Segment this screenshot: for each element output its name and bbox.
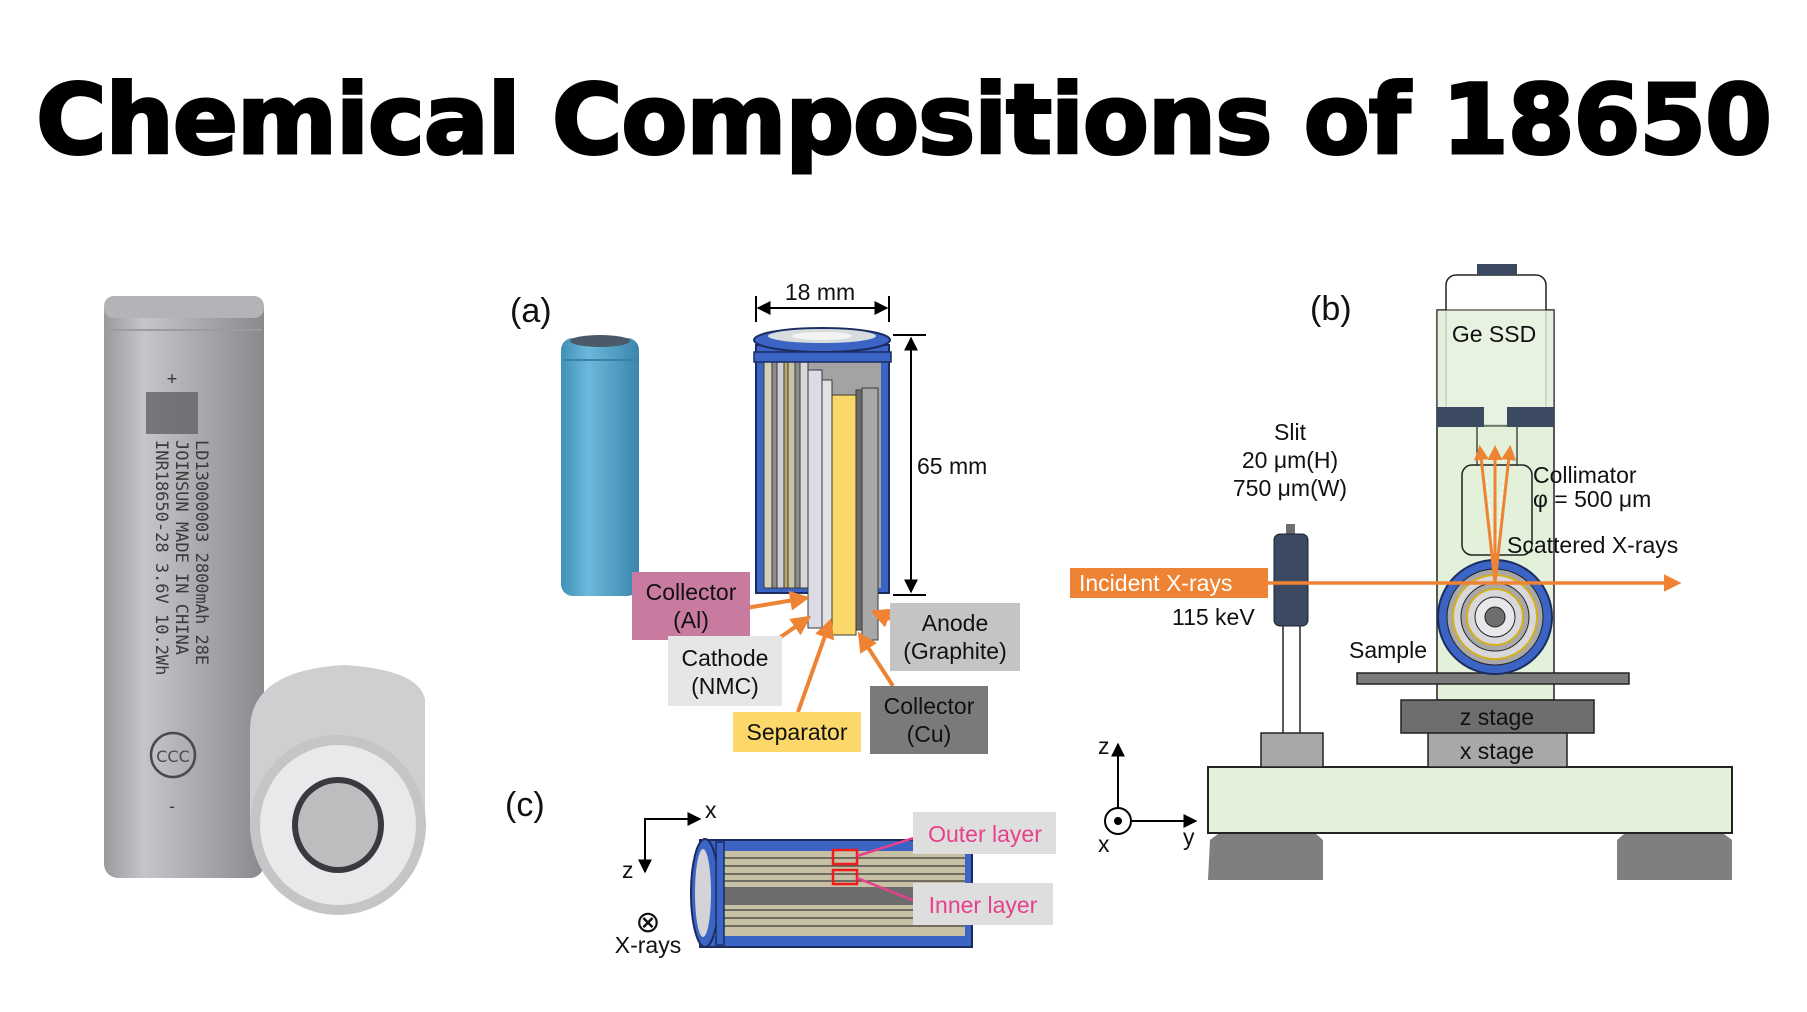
lying-cell — [250, 665, 426, 915]
blue-cell-photo — [561, 335, 639, 596]
incident-xrays-label: Incident X-rays — [1079, 570, 1232, 596]
svg-text:y: y — [1183, 824, 1195, 850]
svg-text:z: z — [1098, 733, 1110, 759]
panel-c-axes: x z ⊗ X-rays — [615, 797, 717, 958]
panel-b-axes: z x y — [1098, 733, 1198, 857]
panel-a-label: (a) — [510, 292, 552, 330]
scattered-beams — [1473, 445, 1517, 584]
x-stage — [1427, 732, 1568, 768]
callout-cathode-nmc: Cathode (NMC) — [668, 636, 782, 706]
collimator-diameter: φ = 500 μm — [1533, 486, 1651, 512]
xray-label: X-rays — [615, 932, 681, 958]
panel-b-label: (b) — [1310, 290, 1352, 328]
minus-mark: - — [167, 797, 177, 817]
print-line-3: LD13000003 2800mAh 28E — [191, 440, 211, 665]
xray-direction-icon: ⊗ — [635, 905, 660, 940]
outer-layer-callout: Outer layer — [913, 812, 1056, 854]
svg-text:Inner layer: Inner layer — [929, 892, 1038, 918]
axis-z-label: z — [622, 857, 634, 883]
optical-bench — [1207, 766, 1733, 834]
svg-text:Collector: Collector — [646, 579, 737, 605]
svg-text:x: x — [1098, 831, 1110, 857]
cell-print: INR18650-28 3.6V 10.2Wh JOINSUN MADE IN … — [151, 440, 211, 675]
callout-separator: Separator — [733, 712, 861, 752]
slit-height: 20 μm(H) — [1242, 447, 1338, 473]
slit-width: 750 μm(W) — [1233, 475, 1347, 501]
page-title: Chemical Compositions of 18650 — [35, 64, 1774, 176]
cell-cutaway-diagram: 18 mm 65 mm — [753, 279, 987, 641]
sample-cross-section — [1437, 559, 1553, 675]
width-dimension: 18 mm — [785, 279, 855, 305]
svg-text:(Cu): (Cu) — [907, 721, 952, 747]
qr-code-icon — [146, 392, 198, 434]
bench-foot-right — [1617, 834, 1732, 880]
svg-text:(NMC): (NMC) — [691, 673, 759, 699]
incident-beam-label-box — [1070, 568, 1268, 598]
z-stage — [1400, 699, 1595, 734]
svg-text:Collector: Collector — [884, 693, 975, 719]
svg-text:Cathode: Cathode — [682, 645, 769, 671]
plus-mark: + — [167, 369, 177, 389]
inner-layer-marker — [831, 868, 859, 886]
panel-c-label: (c) — [505, 786, 545, 824]
svg-text:CCC: CCC — [156, 747, 190, 766]
outer-layer-marker — [831, 848, 859, 866]
slit-label: Slit — [1274, 419, 1307, 445]
svg-text:Separator: Separator — [746, 719, 847, 745]
battery-photo: INR18650-28 3.6V 10.2Wh JOINSUN MADE IN … — [104, 296, 426, 915]
standing-cell: INR18650-28 3.6V 10.2Wh JOINSUN MADE IN … — [104, 296, 264, 878]
callout-collector-al: Collector (Al) — [632, 572, 750, 640]
svg-text:(Al): (Al) — [673, 607, 709, 633]
ccc-mark-icon — [149, 731, 197, 779]
svg-text:(Graphite): (Graphite) — [903, 638, 1007, 664]
xrd-setup-diagram: Ge SSD z stage x stage Incident X-rays — [1070, 264, 1733, 880]
sample-label: Sample — [1349, 637, 1427, 663]
bench-foot-left — [1208, 834, 1323, 880]
height-dimension: 65 mm — [917, 453, 987, 479]
energy-label: 115 keV — [1172, 604, 1255, 630]
svg-text:z stage: z stage — [1460, 704, 1534, 730]
scattered-xrays-label: Scattered X-rays — [1507, 532, 1678, 558]
svg-text:Outer layer: Outer layer — [928, 821, 1042, 847]
callout-collector-cu: Collector (Cu) — [870, 686, 988, 754]
print-line-1: INR18650-28 3.6V 10.2Wh — [151, 440, 171, 675]
print-line-2: JOINSUN MADE IN CHINA — [171, 440, 191, 655]
svg-text:x stage: x stage — [1460, 738, 1534, 764]
svg-text:Anode: Anode — [922, 610, 989, 636]
collimator-label: Collimator — [1533, 462, 1637, 488]
inner-layer-callout: Inner layer — [913, 883, 1053, 925]
callout-anode-graphite: Anode (Graphite) — [890, 603, 1020, 671]
axis-x-label: x — [705, 797, 717, 823]
detector-label: Ge SSD — [1452, 321, 1536, 347]
slit-assembly — [1273, 533, 1309, 627]
